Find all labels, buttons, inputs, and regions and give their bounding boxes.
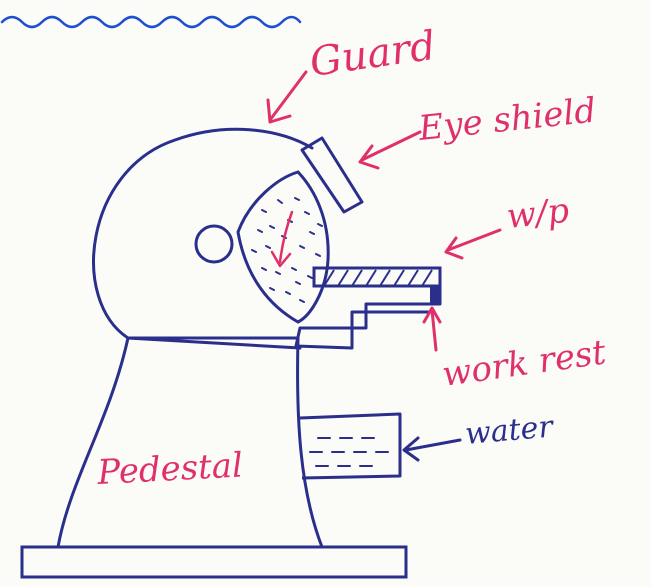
- guard-housing: [94, 129, 312, 348]
- water-tank: [300, 414, 400, 478]
- label-water: water: [464, 409, 556, 452]
- workpiece-hatch: [324, 270, 432, 286]
- label-workpiece: w/p: [505, 191, 571, 237]
- label-eye-shield: Eye shield: [416, 91, 598, 149]
- water-arrow: [404, 438, 460, 460]
- work-rest-block: [430, 286, 440, 304]
- work-rest-arrow: [424, 308, 440, 350]
- header-wave: [2, 17, 300, 27]
- rotation-arrow: [272, 212, 292, 266]
- pedestal-body: [58, 338, 322, 547]
- label-guard: Guard: [307, 23, 438, 86]
- label-pedestal: Pedestal: [95, 445, 244, 493]
- guard-arrow: [268, 72, 306, 122]
- wheel-speckle: [252, 198, 322, 302]
- water-lines: [310, 438, 388, 466]
- eye-shield-arrow: [360, 132, 420, 168]
- spindle-hub: [196, 226, 232, 262]
- work-rest: [296, 286, 440, 348]
- base-plate: [22, 547, 406, 577]
- workpiece-arrow: [446, 230, 500, 258]
- label-work-rest: work rest: [440, 332, 609, 395]
